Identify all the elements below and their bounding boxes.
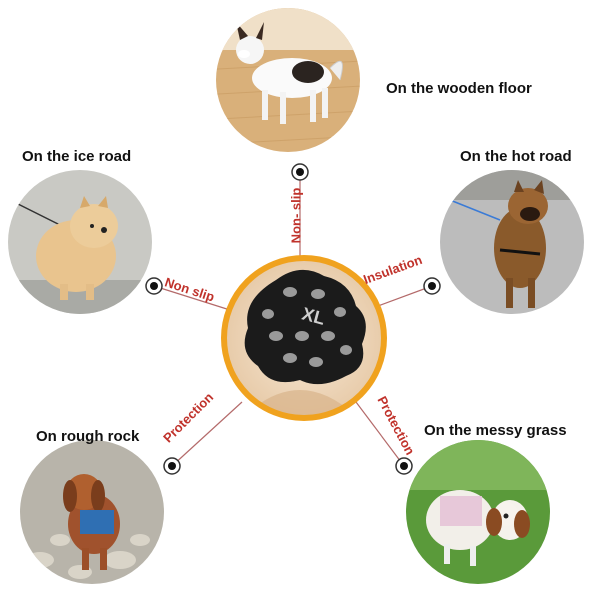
center-paw-pad: XL: [221, 255, 387, 421]
photo-messy-grass: [406, 440, 550, 584]
spoke-dot-bottom-right: [395, 457, 413, 475]
spoke-dot-top: [291, 163, 309, 181]
photo-wooden-floor: [216, 8, 360, 152]
caption-ice-road: On the ice road: [22, 148, 132, 165]
spoke-line-bottom-left: [171, 401, 243, 467]
center-ring: [221, 255, 387, 421]
photo-rough-rock: [20, 440, 164, 584]
spoke-line-bottom-right: [355, 401, 405, 467]
caption-messy-grass: On the messy grass: [424, 422, 567, 439]
spoke-label-top: Non- slip: [288, 187, 304, 244]
photo-ice-road: [8, 170, 152, 314]
spoke-dot-left: [145, 277, 163, 295]
spoke-line-left: [153, 285, 231, 311]
spoke-dot-bottom-left: [163, 457, 181, 475]
spoke-dot-right: [423, 277, 441, 295]
spoke-line-right: [377, 285, 433, 307]
caption-rough-rock: On rough rock: [36, 428, 140, 445]
spoke-lines: [153, 180, 433, 467]
caption-hot-road: On the hot road: [460, 148, 572, 165]
photo-hot-road: [440, 170, 584, 314]
spoke-dots: [145, 163, 441, 475]
caption-wooden-floor: On the wooden floor: [386, 80, 532, 97]
